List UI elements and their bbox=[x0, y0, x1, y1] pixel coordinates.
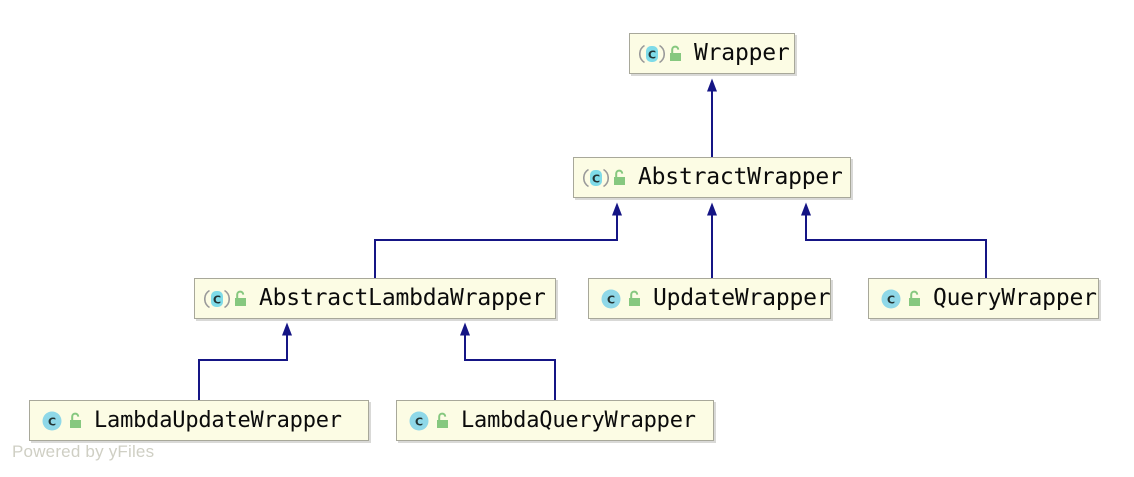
svg-text:C: C bbox=[607, 293, 615, 306]
class-name-label: QueryWrapper bbox=[933, 285, 1097, 311]
edge-lambdaupdatewrapper-to-abstractlambdawrapper bbox=[198, 322, 292, 400]
node-icon-group: C bbox=[598, 288, 643, 310]
class-node-lambda-query-wrapper[interactable]: C LambdaQueryWrapper bbox=[396, 400, 714, 441]
concrete-class-icon: C bbox=[878, 288, 904, 310]
node-icon-group: C bbox=[638, 43, 684, 65]
concrete-class-icon: C bbox=[598, 288, 624, 310]
edge-abstractlambdawrapper-to-abstractwrapper bbox=[374, 202, 622, 278]
class-node-query-wrapper[interactable]: C QueryWrapper bbox=[868, 278, 1099, 319]
class-name-label: UpdateWrapper bbox=[653, 285, 831, 311]
class-node-abstract-lambda-wrapper[interactable]: C AbstractLambdaWrapper bbox=[194, 278, 556, 319]
edge-lambdaquerywrapper-to-abstractlambdawrapper bbox=[460, 322, 556, 400]
public-lock-icon bbox=[627, 290, 643, 308]
svg-text:C: C bbox=[887, 293, 895, 306]
node-icon-group: C bbox=[878, 288, 923, 310]
public-lock-icon bbox=[668, 45, 684, 63]
concrete-class-icon: C bbox=[406, 410, 432, 432]
abstract-class-icon: C bbox=[203, 288, 231, 310]
svg-text:C: C bbox=[648, 48, 656, 61]
svg-text:C: C bbox=[415, 415, 423, 428]
class-node-abstract-wrapper[interactable]: C AbstractWrapper bbox=[573, 157, 851, 198]
abstract-class-icon: C bbox=[638, 43, 666, 65]
public-lock-icon bbox=[435, 412, 451, 430]
class-name-label: AbstractWrapper bbox=[638, 164, 843, 190]
node-icon-group: C bbox=[406, 410, 451, 432]
class-name-label: AbstractLambdaWrapper bbox=[259, 285, 546, 311]
abstract-class-icon: C bbox=[582, 167, 610, 189]
public-lock-icon bbox=[233, 290, 249, 308]
class-name-label: LambdaQueryWrapper bbox=[461, 407, 696, 433]
class-node-wrapper[interactable]: C Wrapper bbox=[629, 33, 795, 74]
concrete-class-icon: C bbox=[39, 410, 65, 432]
svg-text:C: C bbox=[592, 172, 600, 185]
node-icon-group: C bbox=[39, 410, 84, 432]
class-name-label: Wrapper bbox=[694, 40, 790, 66]
public-lock-icon bbox=[68, 412, 84, 430]
edge-querywrapper-to-abstractwrapper bbox=[801, 202, 987, 278]
class-node-lambda-update-wrapper[interactable]: C LambdaUpdateWrapper bbox=[29, 400, 369, 441]
svg-text:C: C bbox=[213, 293, 221, 306]
node-icon-group: C bbox=[203, 288, 249, 310]
node-icon-group: C bbox=[582, 167, 628, 189]
public-lock-icon bbox=[612, 169, 628, 187]
class-node-update-wrapper[interactable]: C UpdateWrapper bbox=[588, 278, 831, 319]
svg-text:C: C bbox=[48, 415, 56, 428]
public-lock-icon bbox=[907, 290, 923, 308]
yfiles-watermark: Powered by yFiles bbox=[12, 442, 155, 461]
class-name-label: LambdaUpdateWrapper bbox=[94, 407, 342, 433]
